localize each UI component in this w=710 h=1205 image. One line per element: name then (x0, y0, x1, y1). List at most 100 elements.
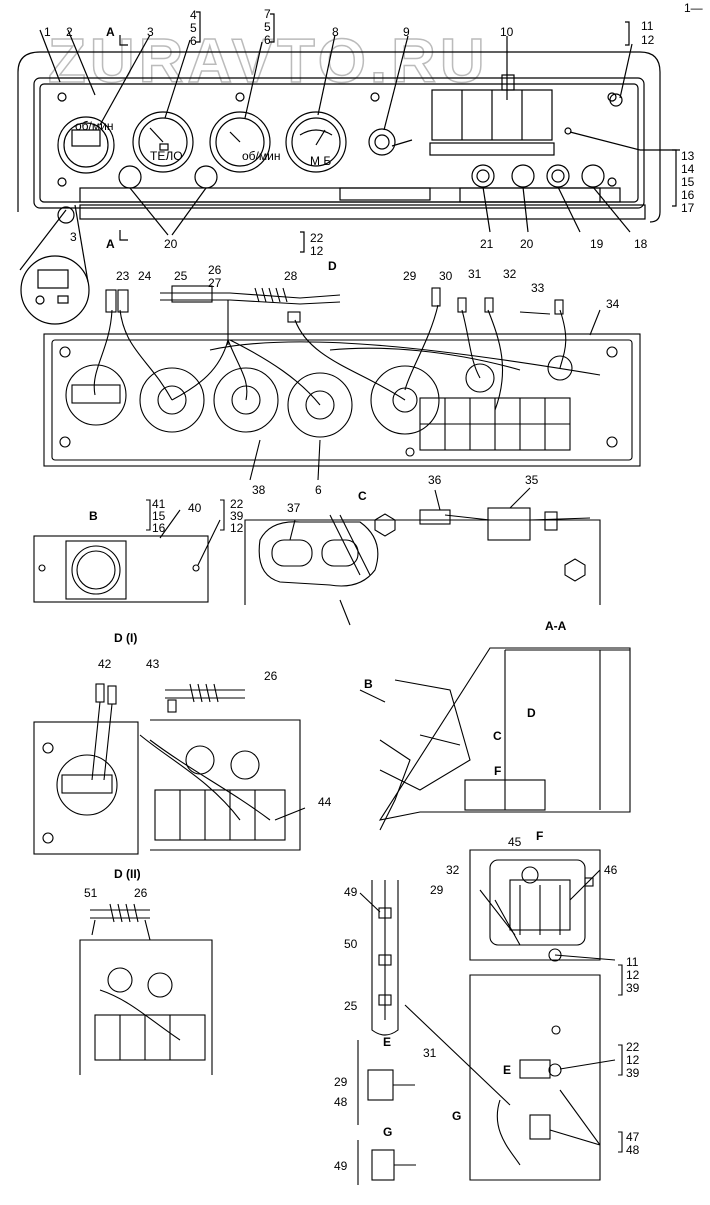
callout-50: 50 (344, 937, 358, 951)
panel-outer-frame (17, 51, 661, 223)
callout-15: 15 (681, 175, 695, 189)
callout-36: 36 (428, 473, 442, 487)
gauge3-face-text: об/мин (242, 149, 280, 163)
callout-11b: 11 (626, 955, 639, 969)
callout-12d: 12 (626, 968, 640, 982)
rear-panel-frame (43, 333, 641, 467)
callout-29b: 29 (430, 883, 444, 897)
callout-15b: 15 (152, 509, 166, 523)
callout-31: 31 (468, 267, 482, 281)
detail-d2 (79, 903, 213, 1075)
detail-b-panel (33, 499, 225, 603)
callout-32b: 32 (446, 863, 460, 877)
view-label-a-bottom: A (106, 237, 115, 251)
callout-34: 34 (606, 297, 620, 311)
callout-39: 39 (230, 509, 244, 523)
indicator-lamp-right (194, 165, 218, 189)
callout-5b: 5 (264, 20, 271, 34)
callout-1: 1 (44, 25, 51, 39)
callout-20a: 20 (164, 237, 178, 251)
callout-22: 22 (310, 231, 324, 245)
callout-38: 38 (252, 483, 266, 497)
view-label-d2: D (II) (114, 867, 141, 881)
tach-face-text: об/мин (75, 119, 113, 133)
section-label-f: F (494, 764, 501, 778)
panel-lower-rail (79, 204, 646, 220)
callout-3: 3 (147, 25, 154, 39)
detail-circle-3 (20, 255, 90, 325)
detail-f (404, 849, 623, 1181)
callout-27: 27 (208, 276, 222, 290)
callout-7: 7 (264, 7, 271, 21)
callout-26: 26 (208, 263, 222, 277)
callout-49b: 49 (334, 1159, 348, 1173)
callout-11: 11 (641, 19, 654, 33)
callout-23: 23 (116, 269, 130, 283)
callout-13: 13 (681, 149, 695, 163)
callout-31b: 31 (423, 1046, 437, 1060)
callout-14: 14 (681, 162, 695, 176)
callout-8: 8 (332, 25, 339, 39)
view-label-b: B (89, 509, 98, 523)
callout-6b: 6 (264, 33, 271, 47)
callout-16: 16 (681, 188, 695, 202)
callout-2: 2 (66, 25, 73, 39)
callout-22c: 22 (626, 1040, 640, 1054)
callout-19: 19 (590, 237, 604, 251)
panel-body (33, 77, 645, 209)
callout-12b: 12 (310, 244, 324, 258)
indicator-lamp-left (118, 165, 142, 189)
gauge2-face-text: ТЕЛО (150, 149, 183, 163)
rear-wiring-view (43, 285, 641, 481)
corner-mark: 1— (684, 1, 703, 15)
callout-33: 33 (531, 281, 545, 295)
callout-26c: 26 (134, 886, 148, 900)
section-label-e: E (503, 1063, 511, 1077)
callout-12: 12 (641, 33, 655, 47)
callout-labels: 1 2 3 4 5 6 7 5 6 8 9 10 11 12 13 14 15 … (44, 7, 695, 1173)
callout-6: 6 (190, 34, 197, 48)
section-a-a (359, 647, 631, 831)
callout-39c: 39 (626, 1066, 640, 1080)
detail-e-g (357, 1040, 416, 1185)
section-label-d: D (527, 706, 536, 720)
callout-42: 42 (98, 657, 112, 671)
section-label-g: G (452, 1109, 461, 1123)
view-label-a-top: A (106, 25, 115, 39)
view-labels: A A D B C D (I) A-A B D C F F D (II) E E… (89, 25, 567, 1139)
callout-5: 5 (190, 21, 197, 35)
view-label-c: C (358, 489, 367, 503)
callout-6c: 6 (315, 483, 322, 497)
callout-9: 9 (403, 25, 410, 39)
callout-30: 30 (439, 269, 453, 283)
callout-48: 48 (334, 1095, 348, 1109)
callout-20b: 20 (520, 237, 534, 251)
warning-lamp-block (429, 74, 555, 156)
callout-25b: 25 (344, 999, 358, 1013)
callout-41: 41 (152, 497, 166, 511)
gauge4-face-text: М Б (310, 154, 331, 168)
callout-29: 29 (403, 269, 417, 283)
callout-24: 24 (138, 269, 152, 283)
callout-49: 49 (344, 885, 358, 899)
view-label-g: G (383, 1125, 392, 1139)
detail-c (244, 487, 601, 626)
callout-12e: 12 (626, 1053, 640, 1067)
callout-16b: 16 (152, 521, 166, 535)
section-label-b: B (364, 677, 373, 691)
callout-32: 32 (503, 267, 517, 281)
view-label-d: D (328, 259, 337, 273)
callout-47: 47 (626, 1130, 640, 1144)
view-label-e: E (383, 1035, 391, 1049)
callout-18: 18 (634, 237, 648, 251)
callout-28: 28 (284, 269, 298, 283)
callout-22b: 22 (230, 497, 244, 511)
callout-12c: 12 (230, 521, 244, 535)
callout-48b: 48 (626, 1143, 640, 1157)
callout-45: 45 (508, 835, 522, 849)
callout-40: 40 (188, 501, 202, 515)
gauge-3 (209, 111, 271, 173)
detail-d1 (33, 683, 306, 855)
callout-29c: 29 (334, 1075, 348, 1089)
